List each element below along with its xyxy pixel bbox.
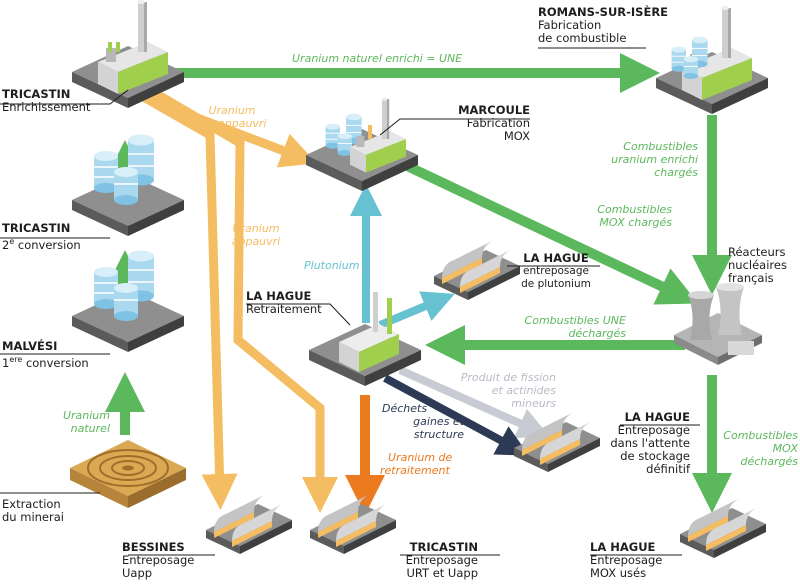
site-bessines (206, 494, 292, 554)
site-name: TRICASTIN (409, 540, 478, 554)
site-romans (656, 6, 768, 114)
site-role: Retraitement (246, 302, 322, 316)
site-name: MALVÉSI (2, 339, 58, 353)
site-name: MARCOULE (458, 103, 530, 117)
label-tricastin-enrichment: TRICASTIN Enrichissement (2, 88, 90, 114)
label-leaders (0, 47, 700, 556)
reactors-line1: Réacteurs (728, 245, 786, 259)
site-extraction (70, 440, 186, 508)
site-role-line1: Entreposage (405, 553, 478, 567)
site-role-line1: entreposage (523, 265, 589, 277)
site-role-line2: URT et Uapp (406, 566, 478, 580)
site-name: LA HAGUE (246, 289, 312, 303)
site-name: ROMANS-SUR-ISÈRE (538, 5, 669, 19)
site-role-line1: Entreposage (122, 553, 195, 567)
site-role: 1ere conversion (2, 355, 89, 370)
site-la-hague-final-storage (514, 412, 600, 472)
site-name: LA HAGUE (523, 251, 589, 265)
site-role-line2: de plutonium (521, 278, 591, 290)
site-name: TRICASTIN (2, 221, 71, 235)
site-la-hague-retraitement (309, 292, 421, 386)
flow-une: Uranium naturel enrichi = UNE (292, 52, 463, 65)
site-role-line2: dans l'attente (610, 436, 690, 450)
site-la-hague-mox (680, 498, 766, 558)
site-malvesi (72, 249, 184, 352)
label-malvesi: MALVÉSI 1ere conversion (2, 340, 89, 370)
site-name: LA HAGUE (590, 540, 656, 554)
site-reactors (674, 283, 762, 365)
label-extraction: Extraction du minerai (2, 498, 64, 524)
reactors-line2: nucléaires (728, 258, 787, 272)
extraction-line1: Extraction (2, 497, 61, 511)
label-la-hague-retraitement: LA HAGUE Retraitement (246, 290, 322, 316)
label-reactors: Réacteurs nucléaires français (728, 246, 787, 285)
site-role-line2: MOX (503, 129, 530, 143)
site-role: Enrichissement (2, 100, 91, 114)
site-role-line2: Uapp (122, 566, 153, 580)
site-la-hague-pu-storage (434, 240, 520, 300)
site-role-line3: de stockage (620, 449, 690, 463)
site-role-line1: Fabrication (466, 116, 530, 130)
flow-plutonium: Plutonium (304, 259, 360, 272)
site-name: TRICASTIN (2, 87, 71, 101)
site-role-line1: Entreposage (590, 553, 663, 567)
site-role-line2: MOX usés (590, 566, 647, 580)
label-romans: ROMANS-SUR-ISÈRE Fabrication de combusti… (538, 6, 668, 45)
label-bessines: BESSINES Entreposage Uapp (122, 541, 194, 580)
site-name: BESSINES (122, 540, 185, 554)
site-tricastin-conversion (72, 133, 184, 236)
reactors-line3: français (728, 271, 774, 285)
site-tricastin-urt (310, 494, 396, 554)
site-role-line2: de combustible (538, 31, 627, 45)
site-role-line1: Fabrication (538, 18, 602, 32)
label-tricastin-urt: TRICASTIN Entreposage URT et Uapp (390, 541, 478, 580)
site-role-line1: Entreposage (617, 423, 690, 437)
label-la-hague-pu: LA HAGUE entreposage de plutonium (510, 252, 602, 291)
label-la-hague-stockage: LA HAGUE Entreposage dans l'attente de s… (600, 411, 690, 476)
label-la-hague-mox: LA HAGUE Entreposage MOX usés (590, 541, 662, 580)
label-tricastin-conversion: TRICASTIN 2e conversion (2, 222, 81, 252)
site-role: 2e conversion (2, 237, 81, 252)
site-tricastin-enrichment (72, 0, 184, 108)
site-name: LA HAGUE (624, 410, 690, 424)
extraction-line2: du minerai (2, 510, 64, 524)
site-marcoule (306, 97, 418, 191)
site-role-line4: définitif (646, 462, 690, 476)
label-marcoule: MARCOULE Fabrication MOX (440, 104, 530, 143)
